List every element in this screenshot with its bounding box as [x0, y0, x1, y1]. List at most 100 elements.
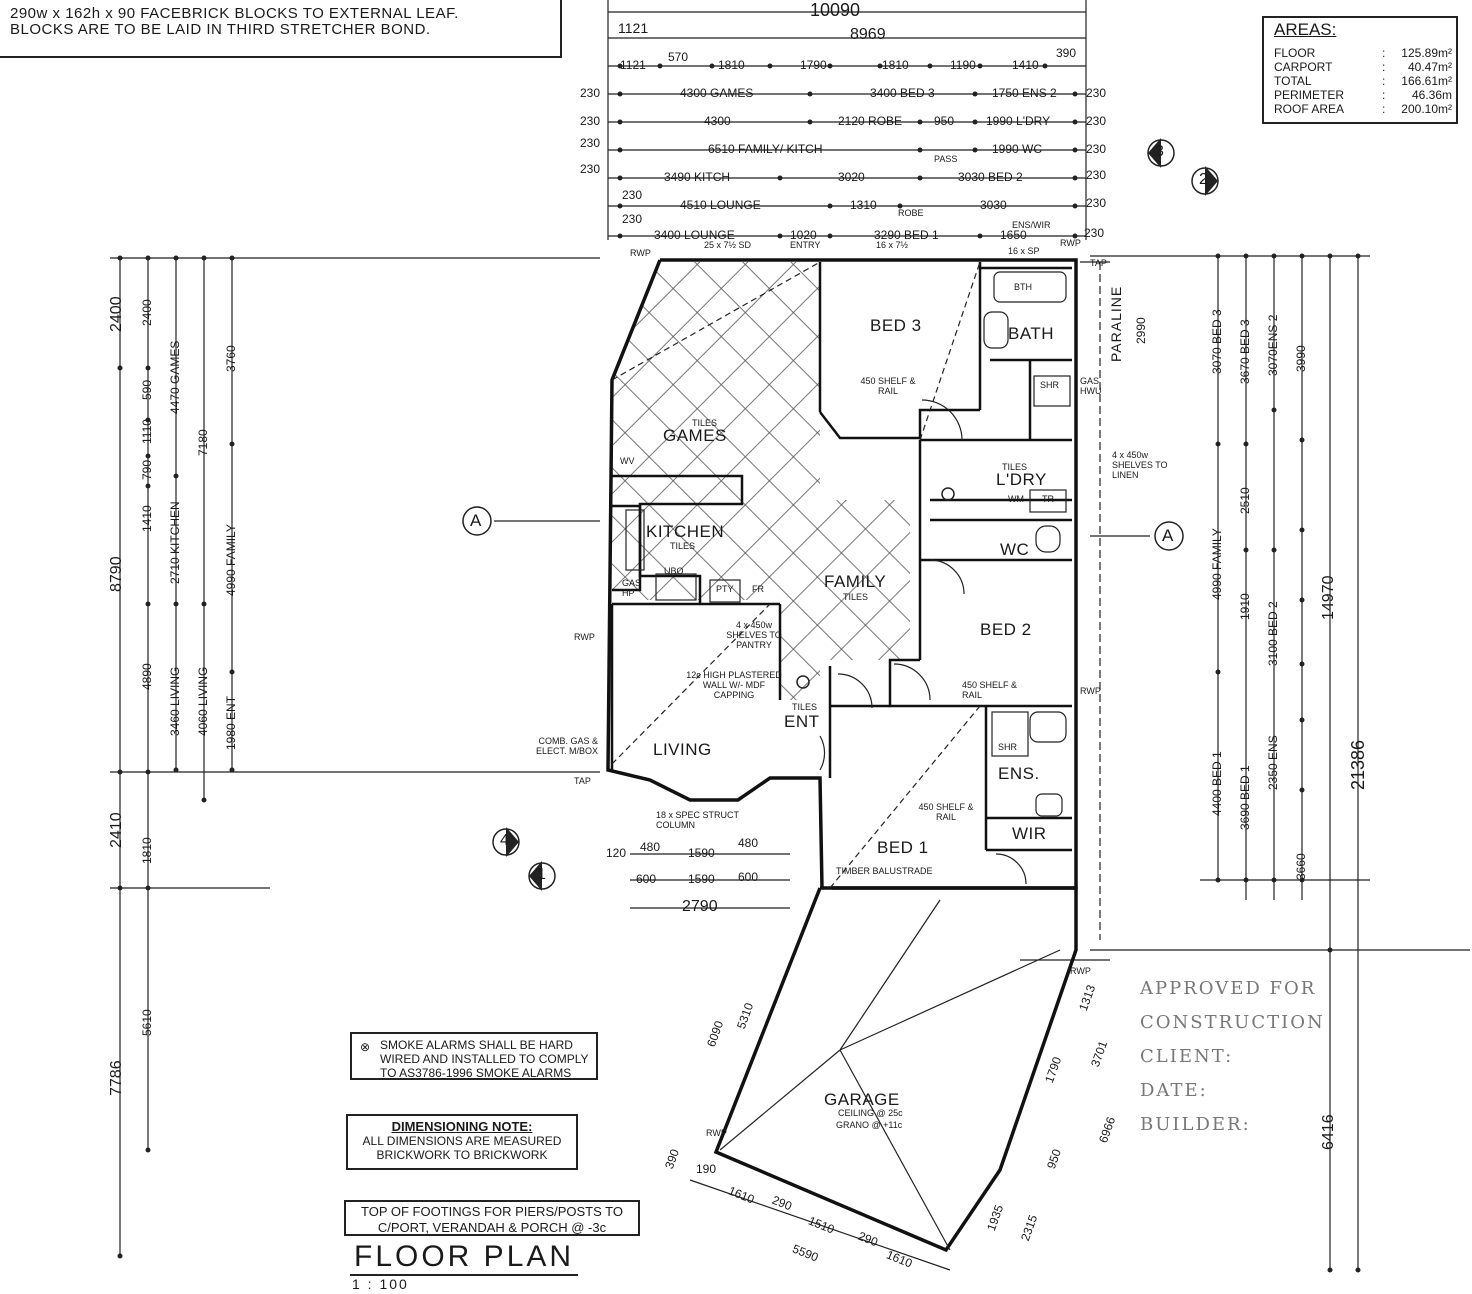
dim-left-7180: 7180 — [196, 429, 210, 456]
section-mark-a-left: A — [470, 511, 482, 530]
dimensioning-note-title: DIMENSIONING NOTE: — [391, 1119, 533, 1134]
room-family: FAMILY — [824, 572, 887, 591]
ensuite-shr: SHR — [998, 742, 1018, 752]
section-mark-2: 2 — [1199, 171, 1208, 188]
drawing-scale: 1 : 100 — [352, 1276, 409, 1292]
room-entry: ENT — [784, 712, 820, 731]
rwp-label-left: RWP — [574, 632, 595, 642]
room-garage: GARAGE — [824, 1090, 900, 1109]
dim-overall-10090: 10090 — [810, 0, 861, 20]
dim-row1-1410: 1410 — [1012, 58, 1039, 72]
dim-4300: 4300 — [704, 114, 731, 128]
dim-bed1: 3290 BED 1 — [874, 228, 939, 242]
dim-1310: 1310 — [850, 198, 877, 212]
areas-row-roof: ROOF AREA : 200.10m² — [1274, 102, 1452, 116]
dim-row1-390: 390 — [1056, 46, 1077, 60]
areas-label: ROOF AREA — [1274, 102, 1345, 116]
ens-wir-label: ENS/WIR — [1012, 220, 1051, 230]
dim-bottom-480b: 480 — [738, 836, 759, 850]
dim-left-8790: 8790 — [108, 556, 125, 592]
room-bath: BATH — [1008, 324, 1055, 343]
areas-row-total: TOTAL : 166.61m² — [1274, 74, 1452, 88]
struct-column-note: 18 x SPEC STRUCT COLUMN — [656, 810, 739, 830]
dim-left-590: 590 — [140, 379, 154, 400]
bed2-shelf-note: 450 SHELF & RAIL — [962, 680, 1018, 700]
footings-note: TOP OF FOOTINGS FOR PIERS/POSTS TO C/POR… — [344, 1200, 640, 1236]
dim-bottom-2790: 2790 — [682, 898, 718, 915]
stamp-client: CLIENT: — [1140, 1046, 1234, 1067]
laundry-wm: WM — [1008, 494, 1024, 504]
areas-label: CARPORT — [1274, 60, 1333, 74]
dim-lounge2: 3400 LOUNGE — [654, 228, 735, 242]
plastered-wall-note: 12c HIGH PLASTERED WALL W/- MDF CAPPING — [686, 670, 782, 700]
dim-230-a: 230 — [580, 86, 601, 100]
dim-bottom-120: 120 — [606, 846, 627, 860]
dim-row1-1121: 1121 — [620, 58, 646, 72]
dim-left-2410: 2410 — [108, 812, 125, 848]
dim-bottom-1590b: 1590 — [688, 872, 715, 886]
games-tiles: TILES — [692, 418, 718, 428]
dim-left-3760: 3760 — [224, 345, 238, 372]
dim-230-c: 230 — [580, 136, 601, 150]
window-16sp: 16 x SP — [1008, 246, 1040, 256]
dim-3030: 3030 — [980, 198, 1007, 212]
areas-label: FLOOR — [1274, 46, 1316, 60]
dim-230-l: 230 — [1084, 226, 1105, 240]
rwp-label-bed2: RWP — [1080, 686, 1101, 696]
dim-230-i: 230 — [1086, 142, 1107, 156]
room-bed1: BED 1 — [877, 838, 929, 857]
robe-label: ROBE — [898, 208, 924, 218]
stamp-approved: APPROVED FOR CONSTRUCTION — [1140, 978, 1325, 1033]
entry-tiles: TILES — [792, 702, 818, 712]
drawing-title: FLOOR PLAN — [350, 1240, 579, 1276]
dim-left-1410: 1410 — [140, 505, 154, 532]
dim-right-ens2: 3070ENS 2 — [1266, 314, 1280, 376]
dim-left-2400: 2400 — [108, 296, 125, 332]
room-living: LIVING — [653, 740, 712, 759]
rwp-label-top: RWP — [630, 248, 651, 258]
fridge-label: FR — [752, 584, 764, 594]
dim-row1-1790: 1790 — [800, 58, 827, 72]
dim-230-d: 230 — [580, 162, 601, 176]
dim-right-2510: 2510 — [1238, 487, 1252, 514]
gas-hp-label: GAS HP — [622, 578, 642, 598]
areas-value: 200.10m² — [1401, 102, 1452, 116]
areas-row-carport: CARPORT : 40.47m² — [1274, 60, 1452, 74]
stamp-builder: BUILDER: — [1140, 1114, 1251, 1135]
ubo-label: UBO — [664, 566, 684, 576]
window-25sd: 25 x 7½ SD — [704, 240, 752, 250]
dim-bottom-600b: 600 — [738, 870, 759, 884]
dim-right-3990: 3990 — [1294, 345, 1308, 372]
dim-left-living2: 4060 LIVING — [196, 666, 210, 736]
dim-right-ens: 2350 ENS — [1266, 735, 1280, 790]
dim-wc: 1990 WC — [992, 142, 1043, 156]
linen-shelves-note: 4 x 450w SHELVES TO LINEN — [1112, 450, 1168, 480]
dim-left-5610: 5610 — [140, 1009, 154, 1036]
dim-230-k: 230 — [1086, 196, 1107, 210]
dim-left-4890: 4890 — [140, 663, 154, 690]
dim-bottom-1590a: 1590 — [688, 846, 715, 860]
rwp-label-garage-left: RWP — [706, 1128, 727, 1138]
comb-gas-note: COMB. GAS & ELECT. M/BOX — [535, 736, 598, 756]
dim-230-b: 230 — [580, 114, 601, 128]
dim-right-bed3: 3070 BED 3 — [1210, 309, 1224, 374]
dim-right-3660: 3660 — [1294, 853, 1308, 880]
dim-bed3: 3400 BED 3 — [870, 86, 935, 100]
rwp-label-right: RWP — [1060, 238, 1081, 248]
brick-spec-note: 290w x 162h x 90 FACEBRICK BLOCKS TO EXT… — [0, 0, 562, 58]
entry-label: ENTRY — [790, 240, 821, 250]
dim-left-790: 790 — [140, 459, 154, 480]
dim-ldry: 1990 L'DRY — [986, 114, 1051, 128]
room-kitchen: KITCHEN — [646, 522, 725, 541]
brick-spec-line1: 290w x 162h x 90 FACEBRICK BLOCKS TO EXT… — [10, 5, 459, 22]
section-mark-a-right: A — [1162, 526, 1174, 545]
gas-hwu-label: GAS HWU — [1080, 376, 1102, 396]
dim-row1-1810: 1810 — [718, 58, 745, 72]
timber-balustrade-note: TIMBER BALUSTRADE — [836, 866, 933, 876]
dim-right-21386: 21386 — [1348, 739, 1368, 790]
dim-3020: 3020 — [838, 170, 865, 184]
tap-label-top: TAP — [1090, 258, 1107, 268]
dim-row1-1190: 1190 — [950, 58, 976, 72]
dim-230-j: 230 — [1086, 168, 1107, 182]
